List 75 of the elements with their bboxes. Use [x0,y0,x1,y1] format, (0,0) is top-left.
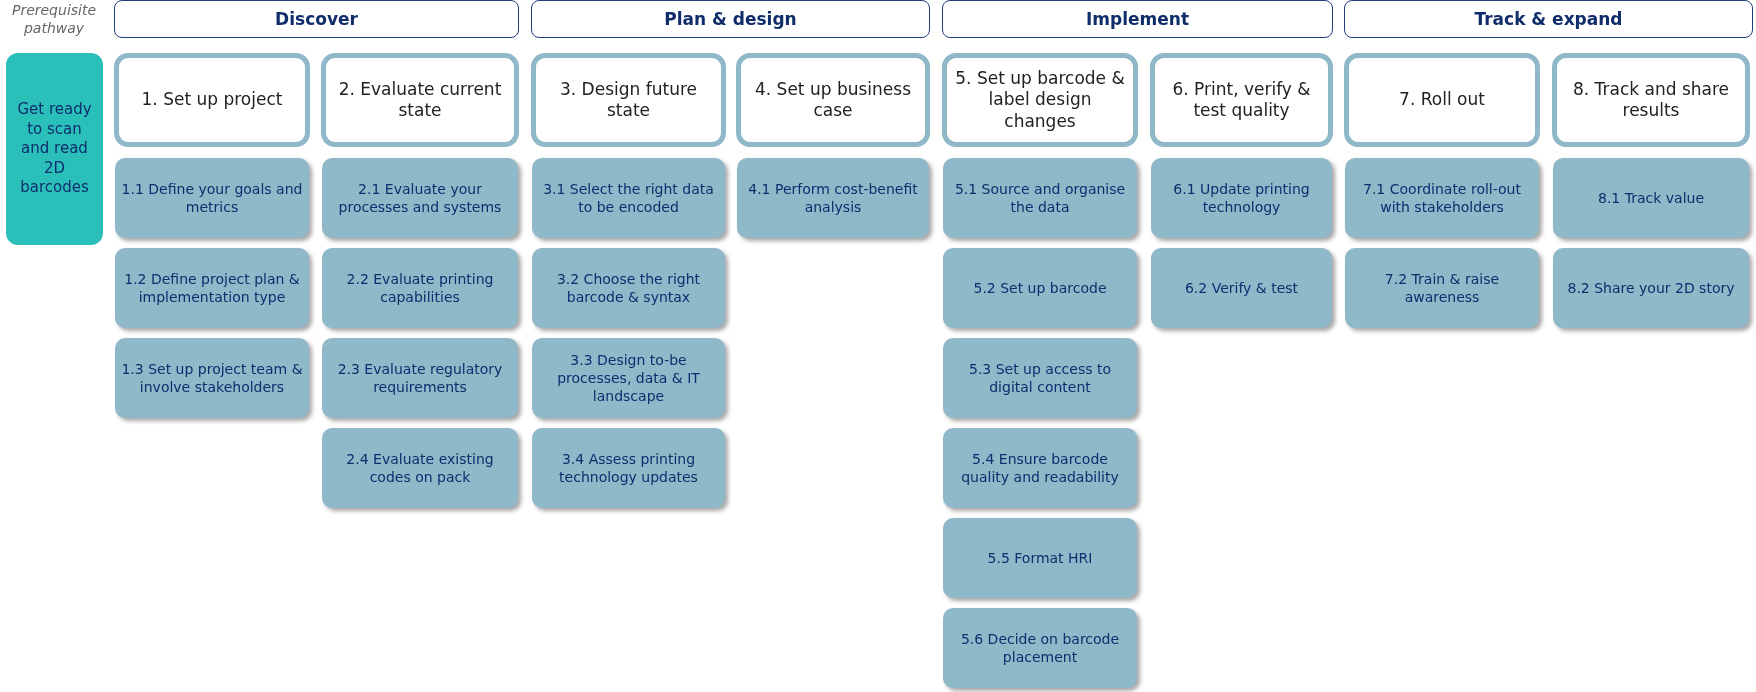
substep-box [532,158,725,238]
substep-box [943,158,1137,238]
box-text: 6.2 Verify & test [1184,278,1299,298]
box-text: 3.1 Select the right data to be encoded [542,179,715,217]
substep-box [943,608,1137,688]
box-text: 8.1 Track value [1597,188,1704,208]
substep-box [1553,158,1749,238]
step-box [321,53,519,147]
box-text: 6.1 Update printing technology [1172,179,1311,217]
substep-box [322,248,518,328]
step-box [1150,53,1333,147]
substep-box [943,338,1137,418]
box-text: 1.2 Define project plan & implementation type [123,269,301,307]
box-text: 3.3 Design to-be processes, data & IT landscape [556,350,701,406]
step-box [942,53,1138,147]
step-box [1344,53,1540,147]
box-text: Get ready to scan and read 2D barcodes [16,100,93,198]
phase-header [531,0,930,38]
substep-box [532,248,725,328]
substep-box [737,158,929,238]
phase-title: Track & expand [1474,9,1623,29]
box-text: 2.4 Evaluate existing codes on pack [345,449,495,487]
phase-header [942,0,1333,38]
box-text: 5.6 Decide on barcode placement [959,629,1121,667]
box-text: 3.4 Assess printing technology updates [558,449,699,487]
box-text: 1. Set up project [141,89,283,111]
phase-header [114,0,519,38]
box-text: 5. Set up barcode & label design changes [954,68,1126,132]
phase-title: Discover [275,9,358,29]
phase-title: Implement [1085,9,1189,29]
box-text: 5.3 Set up access to digital content [967,359,1112,397]
box-text: 7.2 Train & raise awareness [1383,269,1501,307]
substep-box [1345,248,1539,328]
box-text: 6. Print, verify & test quality [1171,78,1312,122]
substep-box [943,518,1137,598]
box-text: 5.1 Source and organise the data [953,179,1127,217]
box-text: 5.2 Set up barcode [973,278,1107,298]
box-text: 3.2 Choose the right barcode & syntax [555,269,702,307]
substep-box [1345,158,1539,238]
box-text: 2. Evaluate current state [337,78,503,122]
box-text: 5.5 Format HRI [987,548,1093,568]
step-box [736,53,930,147]
box-text: 4. Set up business case [754,78,912,122]
box-text: 2.2 Evaluate printing capabilities [345,269,495,307]
box-text: 8.2 Share your 2D story [1567,278,1735,298]
prerequisite-box [6,53,103,245]
substep-box [322,158,518,238]
box-text: 8. Track and share results [1572,78,1730,122]
phase-header [1344,0,1753,38]
pathway-caption: Prerequisite pathway [10,2,98,37]
box-text: 4.1 Perform cost-benefit analysis [747,179,919,217]
phase-title: Plan & design [664,9,797,29]
substep-box [1151,158,1332,238]
box-text: 7. Roll out [1399,89,1485,111]
substep-box [1553,248,1749,328]
substep-box [322,428,518,508]
step-box [531,53,726,147]
substep-box [532,338,725,418]
substep-box [1151,248,1332,328]
step-box [1552,53,1750,147]
box-text: 1.3 Set up project team & involve stakeholders [120,359,304,397]
box-text: 3. Design future state [559,78,698,122]
box-text: 1.1 Define your goals and metrics [120,179,304,217]
box-text: 2.1 Evaluate your processes and systems [337,179,503,217]
box-text: 5.4 Ensure barcode quality and readability [960,449,1120,487]
substep-box [943,248,1137,328]
substep-box [115,248,309,328]
box-text: 2.3 Evaluate regulatory requirements [336,359,504,397]
substep-box [115,338,309,418]
step-box [114,53,310,147]
box-text: 7.1 Coordinate roll-out with stakeholders [1362,179,1522,217]
substep-box [115,158,309,238]
substep-box [943,428,1137,508]
substep-box [322,338,518,418]
substep-box [532,428,725,508]
